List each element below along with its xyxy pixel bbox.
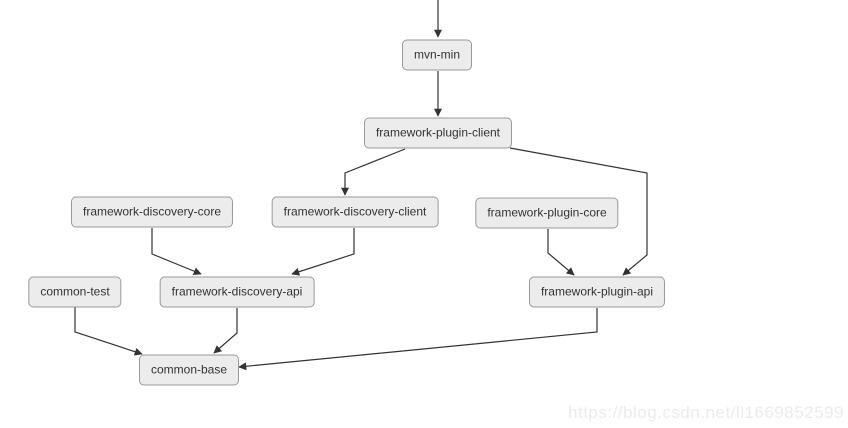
edge-framework-discovery-client-to-framework-discovery-api	[291, 228, 355, 276]
edge-framework-discovery-api-to-common-base	[213, 308, 238, 354]
edge-framework-plugin-client-to-framework-plugin-api	[509, 147, 648, 276]
node-framework-discovery-client: framework-discovery-client	[271, 196, 439, 228]
node-framework-discovery-api: framework-discovery-api	[159, 276, 315, 308]
watermark: https://blog.csdn.net/li1669852599	[568, 403, 844, 422]
node-framework-plugin-core: framework-plugin-core	[475, 197, 619, 229]
edge-framework-plugin-api-to-common-base	[238, 308, 598, 371]
node-framework-plugin-api: framework-plugin-api	[528, 276, 666, 308]
edge-framework-plugin-core-to-framework-plugin-api	[547, 229, 575, 276]
node-common-base: common-base	[138, 354, 240, 386]
edge-framework-discovery-core-to-framework-discovery-api	[151, 228, 202, 275]
node-framework-plugin-client: framework-plugin-client	[363, 117, 513, 149]
edge-common-test-to-common-base	[74, 307, 143, 356]
node-framework-discovery-core: framework-discovery-core	[70, 196, 234, 228]
edge-framework-plugin-client-to-framework-discovery-client	[341, 148, 406, 196]
node-common-test: common-test	[28, 276, 122, 308]
node-mvn-min: mvn-min	[401, 39, 473, 71]
